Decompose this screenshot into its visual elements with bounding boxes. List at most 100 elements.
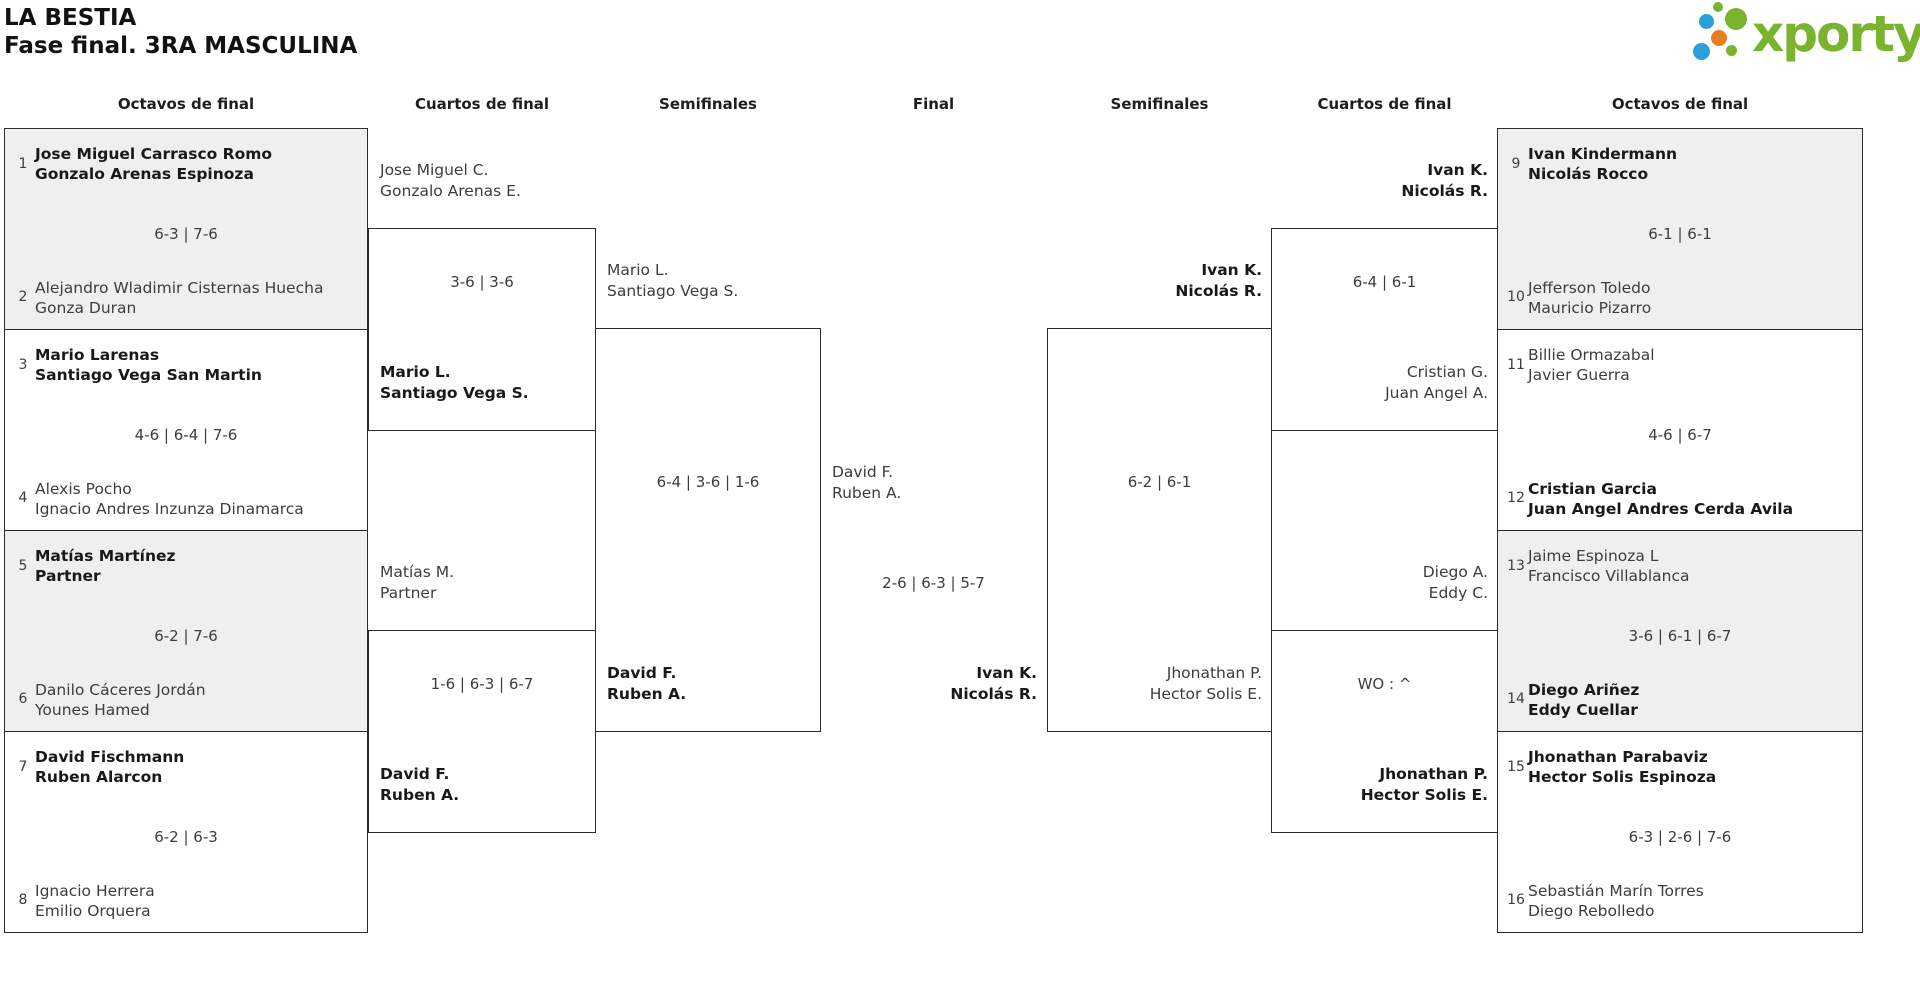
- team-line: Cristian Garcia: [1528, 480, 1657, 498]
- team-line: Diego A.: [1422, 563, 1488, 581]
- team-line: Jose Miguel C.: [380, 161, 489, 179]
- team-line: Alejandro Wladimir Cisternas Huecha: [35, 279, 324, 297]
- team-line: Jhonathan Parabaviz: [1528, 748, 1708, 766]
- team-line: Gonzalo Arenas Espinoza: [35, 165, 254, 183]
- team-line: Hector Solis E.: [1360, 786, 1488, 804]
- match-box-r16-1[interactable]: 1 Jose Miguel Carrasco Romo Gonzalo Aren…: [4, 128, 368, 330]
- seed-number: 8: [18, 892, 28, 908]
- seed-number: 11: [1507, 357, 1525, 373]
- match-score: 2-6 | 6-3 | 5-7: [882, 574, 985, 592]
- match-score: 6-4 | 3-6 | 1-6: [656, 473, 760, 491]
- advancing-team-label: Mario L. Santiago Vega S.: [607, 260, 738, 304]
- round-header-semis-right: Semifinales: [1110, 95, 1209, 113]
- team-line: Ivan K.: [1427, 161, 1488, 179]
- match-box-r16-3[interactable]: 5 Matías Martínez Partner 6-2 | 7-6 6 Da…: [4, 530, 368, 732]
- team-line: Juan Angel A.: [1385, 384, 1488, 402]
- team-line: Ruben A.: [607, 685, 687, 703]
- match-box-r16-8[interactable]: 15 Jhonathan Parabaviz Hector Solis Espi…: [1497, 731, 1863, 933]
- team-line: Ivan K.: [1201, 261, 1262, 279]
- advancing-team-label: Ivan K. Nicolás R.: [1175, 260, 1262, 304]
- team-line: Mario Larenas: [35, 346, 160, 364]
- advancing-team-label: David F. Ruben A.: [607, 663, 686, 707]
- match-box-r16-2[interactable]: 3 Mario Larenas Santiago Vega San Martin…: [4, 329, 368, 531]
- logo-dot-icon: [1713, 2, 1723, 12]
- team-line: Eddy Cuellar: [1528, 701, 1638, 719]
- match-box-sf-right[interactable]: [1047, 328, 1272, 732]
- team-line: Nicolás R.: [950, 685, 1037, 703]
- match-score: WO : ^: [1357, 675, 1412, 693]
- team-line: Nicolás Rocco: [1528, 165, 1649, 183]
- team-line: Ignacio Andres Inzunza Dinamarca: [35, 500, 304, 518]
- seed-number: 13: [1507, 558, 1525, 574]
- match-score: 6-2 | 7-6: [154, 627, 218, 645]
- team-line: Cristian G.: [1406, 363, 1488, 381]
- team-line: Mario L.: [380, 363, 451, 381]
- match-score: 6-2 | 6-3: [154, 828, 218, 846]
- match-box-r16-6[interactable]: 11 Billie Ormazabal Javier Guerra 4-6 | …: [1497, 329, 1863, 531]
- team-line: Gonza Duran: [35, 299, 137, 317]
- team-line: Diego Ariñez: [1528, 681, 1640, 699]
- seed-number: 4: [18, 490, 28, 506]
- seed-number: 5: [18, 558, 28, 574]
- seed-number: 9: [1511, 156, 1521, 172]
- logo-dot-icon: [1699, 14, 1714, 29]
- team-pair: Sebastián Marín Torres Diego Rebolledo: [1528, 881, 1858, 921]
- finalist-label: David F. Ruben A.: [832, 462, 901, 506]
- team-line: Santiago Vega S.: [607, 282, 739, 300]
- team-line: Gonzalo Arenas E.: [380, 182, 521, 200]
- advancing-team-label: Ivan K. Nicolás R.: [1401, 160, 1488, 204]
- team-pair: Billie Ormazabal Javier Guerra: [1528, 345, 1858, 385]
- match-box-r16-5[interactable]: 9 Ivan Kindermann Nicolás Rocco 6-1 | 6-…: [1497, 128, 1863, 330]
- team-pair: Jaime Espinoza L Francisco Villablanca: [1528, 546, 1858, 586]
- team-line: Matías M.: [380, 563, 455, 581]
- team-line: David F.: [380, 765, 450, 783]
- match-box-r16-7[interactable]: 13 Jaime Espinoza L Francisco Villablanc…: [1497, 530, 1863, 732]
- round-header-cuartos-right: Cuartos de final: [1317, 95, 1452, 113]
- round-header-semis-left: Semifinales: [659, 95, 757, 113]
- seed-number: 14: [1507, 691, 1525, 707]
- match-score: 6-1 | 6-1: [1648, 225, 1712, 243]
- team-line: Ruben Alarcon: [35, 768, 163, 786]
- match-score: 4-6 | 6-7: [1648, 426, 1712, 444]
- team-line: Ruben A.: [832, 484, 902, 502]
- match-box-qf-right-2[interactable]: [1271, 630, 1498, 833]
- team-pair: Jose Miguel Carrasco Romo Gonzalo Arenas…: [35, 144, 363, 184]
- team-line: Jose Miguel Carrasco Romo: [35, 145, 273, 163]
- match-box-qf-right-1[interactable]: [1271, 228, 1498, 431]
- team-line: Emilio Orquera: [35, 902, 151, 920]
- advancing-team-label: Jhonathan P. Hector Solis E.: [1361, 764, 1488, 808]
- seed-number: 15: [1507, 759, 1525, 775]
- team-line: Santiago Vega S.: [380, 384, 529, 402]
- page-title: LA BESTIA Fase final. 3RA MASCULINA: [4, 4, 357, 60]
- team-line: Hector Solis E.: [1149, 685, 1262, 703]
- match-box-qf-left-2[interactable]: [368, 630, 596, 833]
- match-score: 6-3 | 7-6: [154, 225, 218, 243]
- match-score: 3-6 | 6-1 | 6-7: [1628, 627, 1732, 645]
- team-line: David Fischmann: [35, 748, 185, 766]
- advancing-team-label: Matías M. Partner: [380, 562, 454, 606]
- seed-number: 10: [1507, 289, 1525, 305]
- match-score: 6-2 | 6-1: [1127, 473, 1192, 491]
- seed-number: 2: [18, 289, 28, 305]
- champion-label: Ivan K. Nicolás R.: [950, 663, 1037, 707]
- advancing-team-label: Cristian G. Juan Angel A.: [1385, 362, 1488, 406]
- advancing-team-label: Diego A. Eddy C.: [1423, 562, 1488, 606]
- match-box-r16-4[interactable]: 7 David Fischmann Ruben Alarcon 6-2 | 6-…: [4, 731, 368, 933]
- logo-wordmark: xporty: [1752, 5, 1920, 63]
- seed-number: 3: [18, 357, 28, 373]
- advancing-team-label: Jose Miguel C. Gonzalo Arenas E.: [380, 160, 521, 204]
- team-line: Javier Guerra: [1528, 366, 1630, 384]
- match-box-sf-left[interactable]: [595, 328, 821, 732]
- team-pair: Alexis Pocho Ignacio Andres Inzunza Dina…: [35, 479, 363, 519]
- team-pair: Diego Ariñez Eddy Cuellar: [1528, 680, 1858, 720]
- round-header-final: Final: [912, 95, 955, 113]
- team-pair: Cristian Garcia Juan Angel Andres Cerda …: [1528, 479, 1858, 519]
- team-line: Danilo Cáceres Jordán: [35, 681, 206, 699]
- seed-number: 12: [1507, 490, 1525, 506]
- round-header-octavos-left: Octavos de final: [117, 95, 255, 113]
- team-line: Mauricio Pizarro: [1528, 299, 1652, 317]
- seed-number: 1: [18, 156, 28, 172]
- event-subtitle: Fase final. 3RA MASCULINA: [4, 33, 358, 59]
- event-title: LA BESTIA: [4, 5, 137, 31]
- team-pair: Matías Martínez Partner: [35, 546, 363, 586]
